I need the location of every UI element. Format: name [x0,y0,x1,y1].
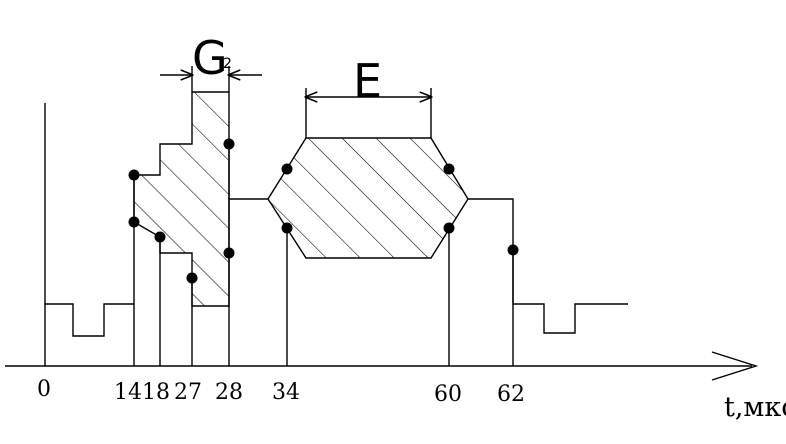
sample-point [507,244,519,256]
time-axis [5,351,759,381]
tick-label-14: 14 [114,380,142,405]
tick-labels: 0 14 18 27 28 34 60 62 [37,377,525,407]
sample-point [223,247,235,259]
sample-point [281,222,293,234]
tick-label-34: 34 [272,380,300,405]
signal-tail [468,198,628,334]
sample-point [186,272,198,284]
sample-point [443,222,455,234]
sample-point [443,163,455,175]
tick-label-60: 60 [434,382,462,407]
sample-point [223,138,235,150]
sample-points [128,138,519,284]
tick-label-62: 62 [497,382,525,407]
tick-label-18: 18 [142,380,170,405]
e-region-label: E [353,54,382,108]
tick-label-28: 28 [215,380,243,405]
g-dimension [160,66,262,92]
g-region-hatched [133,91,230,307]
tick-label-0: 0 [37,377,51,402]
g-region-subscript: 2 [223,56,232,72]
tick-label-27: 27 [174,380,202,405]
sample-point [154,231,166,243]
sample-point [128,216,140,228]
g-region-label: G [192,31,228,85]
axis-unit-label: t,мкс [724,392,786,423]
sample-point [128,169,140,181]
e-dimension [306,88,431,138]
sample-point [281,163,293,175]
e-region-hatched [267,137,469,259]
signal-waveform [45,303,134,337]
